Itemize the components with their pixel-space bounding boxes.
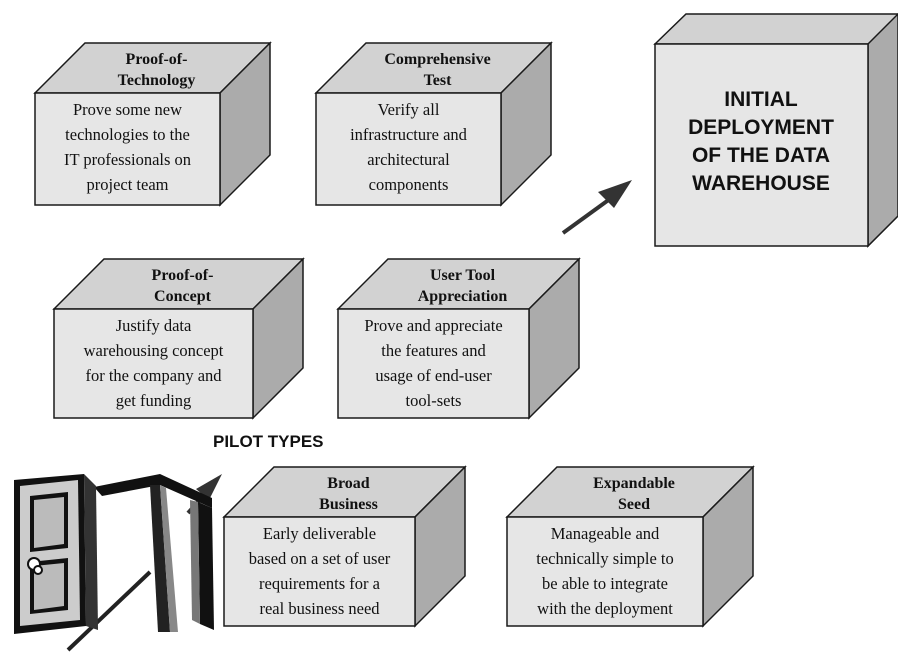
box-front-face <box>337 308 530 419</box>
box-title-line: Seed <box>618 496 650 513</box>
box-front-face <box>223 516 416 627</box>
arrowhead-to-deployment <box>598 180 632 208</box>
box-body-line: get funding <box>116 391 192 410</box>
box-body-line: Manageable and <box>551 524 660 543</box>
deployment-line-2: DEPLOYMENT <box>688 116 834 139</box>
box-front-face <box>506 516 704 627</box>
box-body-line: infrastructure and <box>350 125 468 144</box>
box-title-line: Test <box>424 72 453 89</box>
box-title-line: Expandable <box>593 475 675 492</box>
box-body-line: the features and <box>381 341 486 360</box>
box-body-line: technically simple to <box>536 549 673 568</box>
deployment-box: INITIAL DEPLOYMENT OF THE DATA WAREHOUSE <box>653 12 898 248</box>
deployment-line-1: INITIAL <box>724 88 798 111</box>
box-body-line: tool-sets <box>406 391 462 410</box>
arrowhead-from-door <box>196 474 222 500</box>
box-body-line: technologies to the <box>65 125 190 144</box>
box-body-line: requirements for a <box>259 574 381 593</box>
box-body-line: with the deployment <box>537 599 673 618</box>
box-front-face <box>34 92 221 206</box>
box-title-line: User Tool <box>430 267 496 284</box>
box-title-line: Proof-of- <box>152 267 214 284</box>
door-icon <box>14 474 214 634</box>
box-body-line: Early deliverable <box>263 524 376 543</box>
box-body-line: be able to integrate <box>542 574 668 593</box>
box-front-face <box>315 92 502 206</box>
box-body-line: Prove and appreciate <box>364 316 502 335</box>
box-body-line: Justify data <box>116 316 192 335</box>
box-body-line: real business need <box>259 599 380 618</box>
box-title-line: Technology <box>118 72 196 89</box>
box-body-line: for the company and <box>85 366 222 385</box>
box-title-line: Concept <box>154 288 212 305</box>
box-body-line: usage of end-user <box>375 366 492 385</box>
deployment-line-3: OF THE DATA <box>692 144 830 167</box>
box-body-line: Prove some new <box>73 100 182 119</box>
deployment-line-4: WAREHOUSE <box>692 172 830 195</box>
box-title-line: Appreciation <box>418 288 508 305</box>
box-body-line: IT professionals on <box>64 150 191 169</box>
box-title-line: Proof-of- <box>126 51 188 68</box>
box-body-line: project team <box>86 175 168 194</box>
arrow-into-door <box>66 570 152 652</box>
box-body-line: warehousing concept <box>84 341 224 360</box>
box-title-line: Broad <box>327 475 369 492</box>
section-label: PILOT TYPES <box>213 432 324 451</box>
box-front-face <box>53 308 254 419</box>
box-body-line: Verify all <box>378 100 440 119</box>
box-body-line: architectural <box>367 150 450 169</box>
box-body-line: based on a set of user <box>249 549 391 568</box>
box-body-line: components <box>369 175 449 194</box>
box-title-line: Business <box>319 496 378 513</box>
arrow-to-deployment <box>561 194 616 235</box>
box-title-line: Comprehensive <box>384 51 490 68</box>
